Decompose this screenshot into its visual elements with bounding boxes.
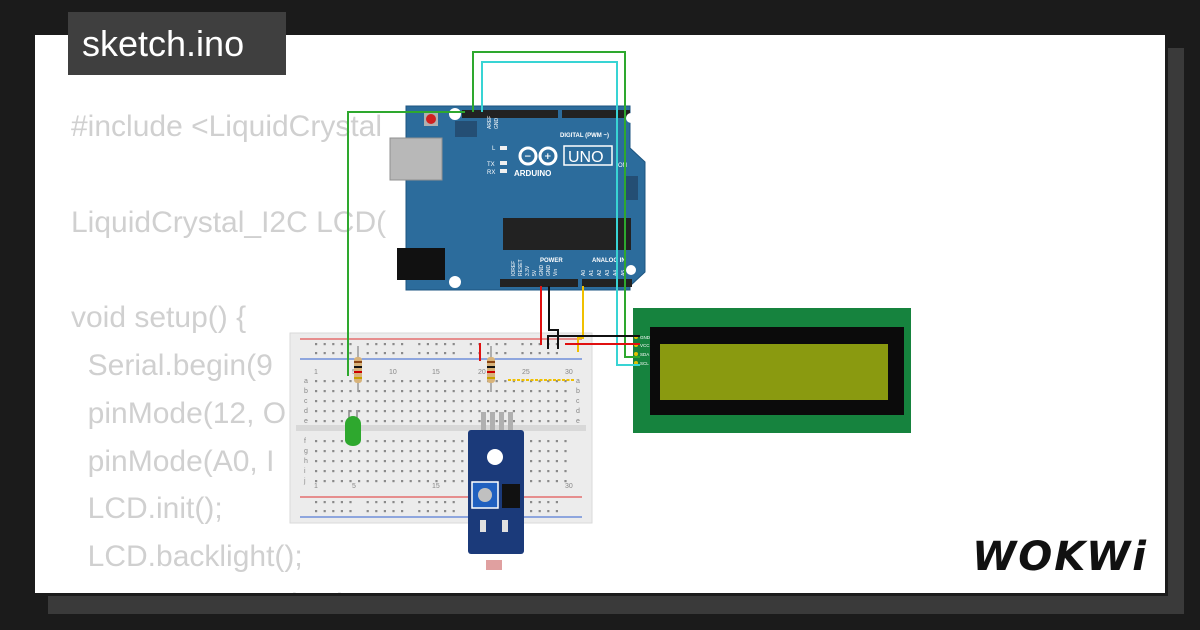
bb-row-label: e: [304, 418, 308, 425]
bb-row-label: a: [304, 378, 308, 385]
reset-button[interactable]: [426, 114, 436, 124]
bb-col-label: 15: [432, 369, 440, 376]
power-pin-label: Vin: [553, 269, 559, 276]
analog-pin-label: A2: [597, 270, 603, 276]
usb-connector: [389, 137, 443, 181]
aref-label: AREF: [487, 116, 493, 129]
resistor-2[interactable]: [487, 346, 495, 392]
bb-row-label: f: [304, 438, 306, 445]
wire-lcd-gnd[interactable]: [547, 335, 640, 349]
bb-row-label: c: [304, 398, 308, 405]
code-line: LCD.backlight();: [71, 540, 303, 574]
bb-row-label: i: [304, 468, 306, 475]
arduino-model-label: UNO: [568, 149, 604, 166]
power-pin-label: GND: [546, 265, 552, 277]
on-led-label: ON: [618, 163, 627, 169]
analog-label: ANALOG IN: [592, 258, 626, 264]
bb-col-label: 20: [478, 369, 486, 376]
icsp-header-2: [626, 176, 638, 200]
breadboard[interactable]: 1 5 10 15 20 25 30 1 5 15 30 a b c d e a…: [289, 332, 593, 524]
wire-led[interactable]: [347, 111, 465, 376]
lcd-pin-label: VCC: [640, 343, 650, 348]
bb-row-label: j: [303, 478, 306, 485]
icsp-header: [455, 121, 477, 137]
power-header: [500, 279, 578, 287]
l-led: [500, 146, 507, 150]
bb-col-label: 25: [522, 369, 530, 376]
digital-header-left: [462, 110, 558, 118]
code-line: LCD.init();: [71, 492, 223, 526]
wire-gnd[interactable]: [548, 286, 559, 349]
file-tab[interactable]: sketch.ino: [68, 12, 286, 75]
digital-label: DIGITAL (PWM ~): [560, 133, 609, 139]
digital-header-right: [562, 110, 630, 118]
mount-hole: [487, 449, 503, 465]
tx-led-label: TX: [487, 162, 495, 168]
bb-row-label: g: [304, 448, 308, 455]
tx-led: [500, 161, 507, 165]
bb-row-label: b: [304, 388, 308, 395]
analog-pin-label: A0: [581, 270, 587, 276]
analog-pin-label: A3: [605, 270, 611, 276]
code-line: void setup() {: [71, 301, 247, 335]
green-led[interactable]: [345, 410, 361, 446]
code-preview: #include <LiquidCrystal LiquidCrystal_I2…: [71, 103, 387, 593]
wires: [347, 51, 640, 381]
analog-pin-label: A1: [589, 270, 595, 276]
bb-col-label: 1: [314, 483, 318, 490]
lcd-pin-label: GND: [640, 335, 651, 340]
bb-row-label: a: [576, 378, 580, 385]
infinity-logo-icon: − +: [518, 146, 558, 166]
power-jack: [397, 248, 445, 280]
gnd-label: GND: [494, 118, 500, 130]
resistor-1[interactable]: [354, 346, 362, 392]
code-line: pinMode(12, O: [71, 396, 287, 430]
rx-led: [500, 169, 507, 173]
svg-text:−: −: [524, 152, 532, 162]
power-pin-label: IOREF: [511, 261, 517, 276]
bb-row-label: b: [576, 388, 580, 395]
bb-row-label: d: [576, 408, 580, 415]
bb-row-label: d: [304, 408, 308, 415]
l-led-label: L: [492, 146, 496, 152]
lcd-screen: [660, 344, 888, 400]
code-line: Serial.begin(9: [71, 348, 273, 382]
lcd-pin-label: SCL: [640, 361, 649, 366]
code-line: pinMode(A0, I: [71, 444, 275, 478]
power-pin-label: GND: [539, 265, 545, 277]
bb-row-label: e: [576, 418, 580, 425]
wire-lcd-vcc[interactable]: [565, 343, 640, 345]
wire-scl[interactable]: [481, 61, 640, 366]
arduino-uno-board[interactable]: − + UNO ARDUINO DIGITAL (PWM ~) ON TX RX…: [389, 105, 646, 291]
comparator-chip: [502, 484, 520, 508]
ldr-sensor-module[interactable]: [468, 412, 524, 570]
analog-header: [582, 279, 632, 287]
rx-led-label: RX: [487, 170, 495, 176]
lcd-pin-label: SDA: [640, 352, 649, 357]
bb-col-label: 10: [389, 369, 397, 376]
power-pin-label: RESET: [518, 259, 524, 276]
bb-row-label: c: [576, 398, 580, 405]
wokwi-logo: WOKWi: [972, 534, 1148, 580]
code-line: LiquidCrystal_I2C LCD(: [71, 205, 387, 239]
atmega-chip: [503, 218, 631, 250]
power-label: POWER: [540, 258, 563, 264]
arduino-brand-label: ARDUINO: [514, 169, 551, 178]
bb-col-label: 30: [565, 369, 573, 376]
code-line: LCD.setCursor(0,0);: [71, 581, 386, 593]
power-pin-label: 5V: [532, 269, 538, 276]
wire-sda[interactable]: [472, 51, 640, 358]
svg-text:+: +: [544, 152, 552, 162]
power-pin-label: 3.3V: [525, 265, 531, 276]
code-line: #include <LiquidCrystal: [71, 110, 383, 143]
bb-col-label: 5: [352, 483, 356, 490]
ldr-photoresistor: [486, 560, 502, 570]
bb-row-label: h: [304, 458, 308, 465]
bb-col-label: 15: [432, 483, 440, 490]
lcd-1602-display[interactable]: GND VCC SDA SCL: [633, 308, 911, 433]
bb-col-label: 1: [314, 369, 318, 376]
bb-col-label: 30: [565, 483, 573, 490]
